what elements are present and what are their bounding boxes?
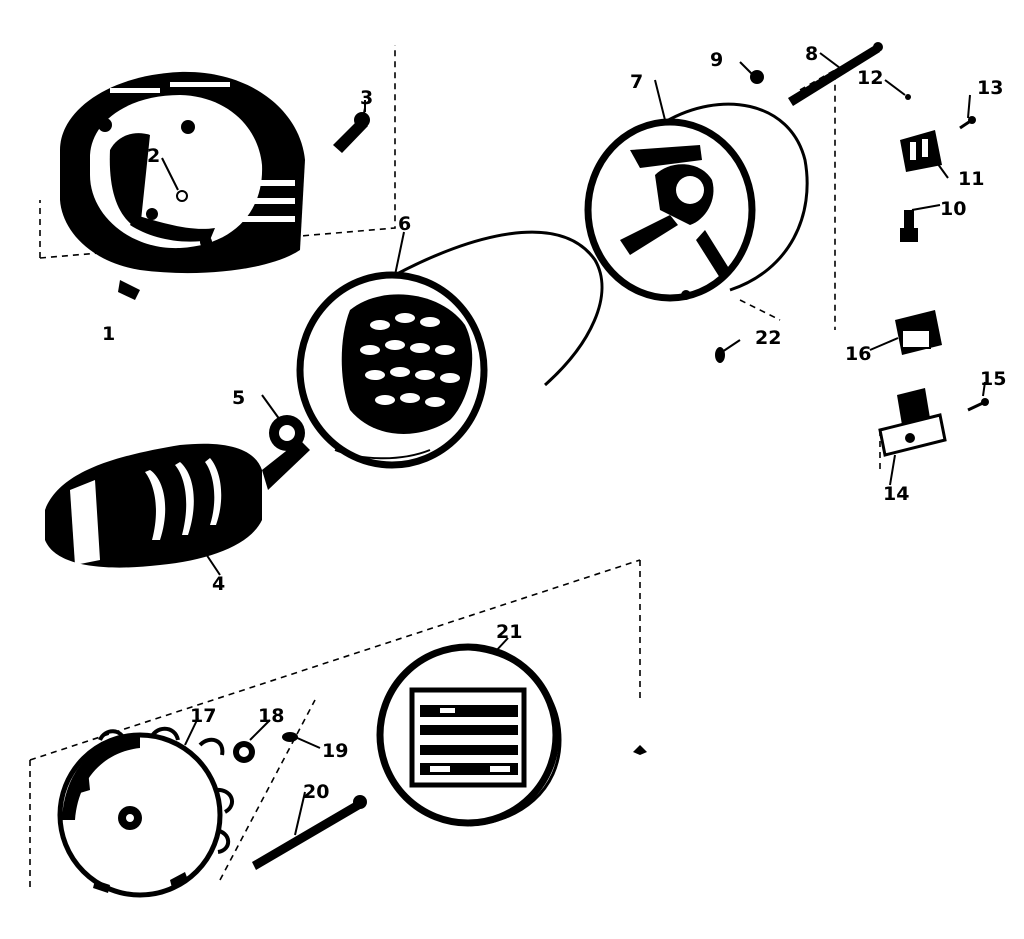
screws (905, 94, 976, 130)
small-connector (900, 210, 918, 242)
through-bolt (252, 795, 367, 870)
stray-mark (633, 745, 647, 755)
label-part-9: 9 (710, 49, 723, 71)
label-part-11: 11 (958, 168, 984, 190)
armature (45, 440, 310, 568)
terminal-block (900, 130, 942, 172)
label-part-2: 2 (147, 145, 160, 167)
label-part-16: 16 (845, 343, 871, 365)
clip (282, 732, 298, 742)
label-part-7: 7 (630, 71, 643, 93)
label-part-12: 12 (857, 67, 883, 89)
relay-bracket (878, 388, 947, 457)
field-frame (296, 230, 604, 469)
label-part-18: 18 (258, 705, 284, 727)
label-part-3: 3 (360, 87, 373, 109)
label-part-1: 1 (102, 323, 115, 345)
guide-lines (29, 45, 881, 890)
label-part-8: 8 (805, 43, 818, 65)
switch-box (895, 310, 942, 355)
end-bell-housing (60, 71, 305, 300)
label-part-20: 20 (303, 781, 329, 803)
label-part-15: 15 (980, 368, 1006, 390)
washer (715, 347, 725, 363)
label-part-13: 13 (977, 77, 1003, 99)
label-part-17: 17 (190, 705, 216, 727)
label-part-4: 4 (212, 573, 225, 595)
label-part-5: 5 (232, 387, 245, 409)
end-cover (376, 643, 562, 827)
part-labels: 1 2 3 4 5 6 7 8 9 10 11 12 13 14 15 16 1… (102, 43, 1006, 803)
bearing (269, 415, 305, 451)
small-bearing (233, 741, 255, 763)
label-part-14: 14 (883, 483, 909, 505)
bolt (333, 100, 370, 153)
label-part-22: 22 (755, 327, 781, 349)
label-part-6: 6 (398, 213, 411, 235)
label-part-10: 10 (940, 198, 966, 220)
leader-lines (161, 52, 986, 836)
label-part-21: 21 (496, 621, 522, 643)
blower-housing (584, 102, 809, 302)
fan-end-plate (57, 726, 234, 898)
nut (750, 70, 764, 84)
long-shaft (788, 42, 883, 106)
label-part-19: 19 (322, 740, 348, 762)
small-screw (967, 398, 989, 412)
